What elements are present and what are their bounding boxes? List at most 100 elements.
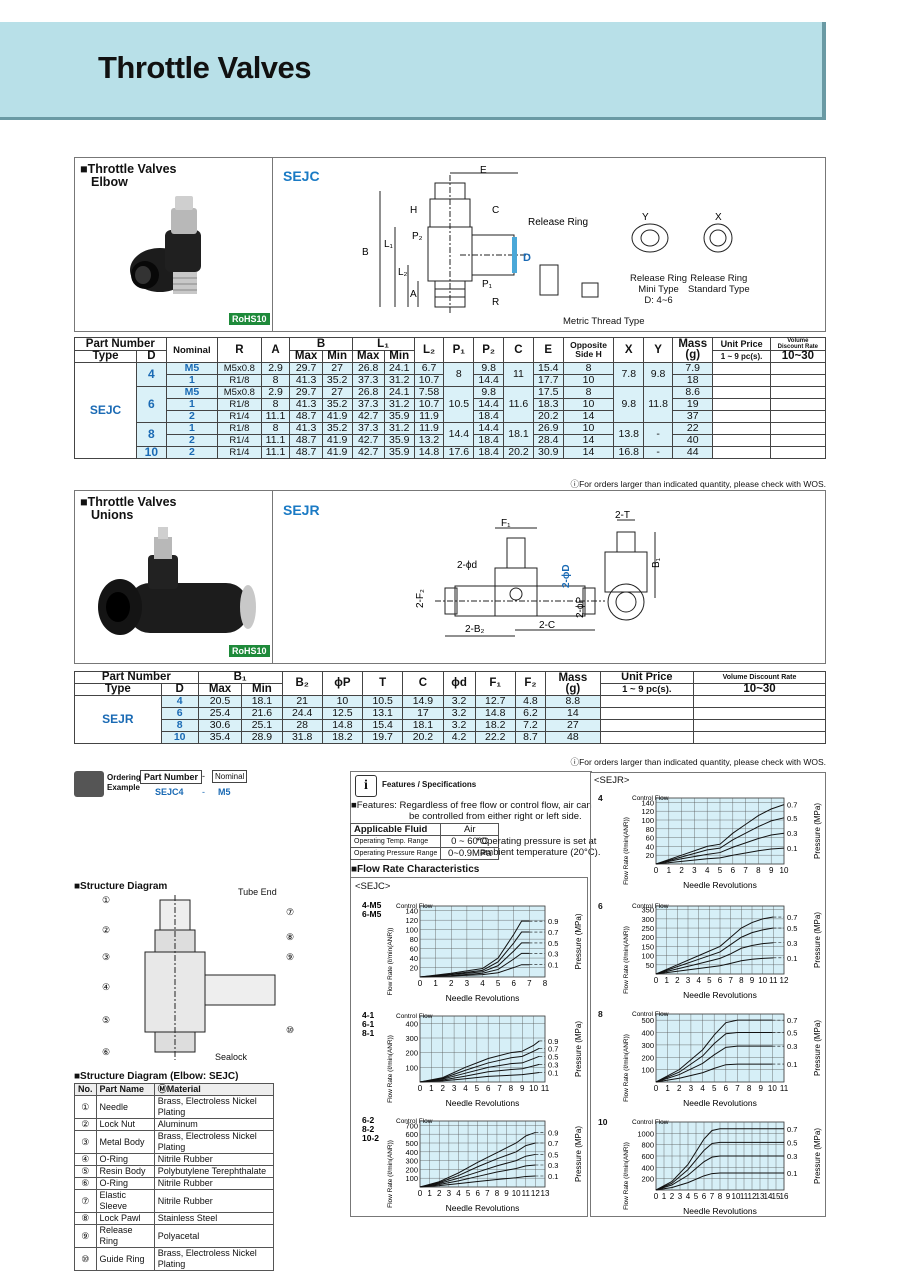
y2-axis-label: Pressure (MPa) — [813, 1020, 822, 1076]
callout-8: ⑧ — [286, 932, 294, 942]
table-cell: 14 — [562, 410, 615, 423]
callout-4: ④ — [102, 982, 110, 992]
table-cell: 31.2 — [383, 422, 415, 435]
series-line-0.9 — [419, 1040, 540, 1083]
unit-price-cell — [599, 731, 695, 744]
x-tick-label: 5 — [712, 1084, 717, 1093]
y-tick-label: 1000 — [637, 1129, 654, 1138]
table-cell: 14.4 — [473, 374, 505, 387]
th-d: D — [160, 683, 199, 696]
table-cell: 35.9 — [383, 410, 415, 423]
series-line-0.1 — [655, 1172, 784, 1191]
d-cell: 8 — [136, 422, 167, 447]
y-tick-label: 300 — [641, 915, 654, 924]
dim-label-f1: F₁ — [501, 518, 511, 529]
th-x: X — [613, 337, 645, 363]
table-cell: 37.3 — [351, 374, 385, 387]
series-line-0.5 — [419, 1055, 540, 1083]
table-cell: 30.9 — [532, 446, 564, 459]
series-label: 0.5 — [548, 1052, 558, 1061]
chart-size-label: 10-2 — [362, 1133, 379, 1143]
page-title: Throttle Valves — [98, 50, 312, 85]
x-tick-label: 7 — [728, 976, 733, 985]
callout-2: ② — [102, 925, 110, 935]
x-tick-label: 1 — [664, 976, 669, 985]
table-cell: ④ — [74, 1153, 97, 1166]
table-cell: 19 — [672, 398, 714, 411]
series-label: 0.1 — [787, 954, 797, 963]
table-cell: 13.8 — [613, 422, 645, 447]
x-tick-label: 9 — [726, 1192, 731, 1201]
x-axis-label: Needle Revolutions — [683, 880, 757, 890]
table-cell: 7.2 — [514, 719, 547, 732]
th-y: Y — [643, 337, 674, 363]
y-tick-label: 140 — [641, 798, 654, 807]
table-cell: R1/4 — [217, 434, 262, 447]
chart-title: Control Flow — [632, 1119, 669, 1126]
x-tick-label: 7 — [710, 1192, 715, 1201]
table-cell: 9.8 — [613, 386, 645, 423]
table-cell: M5 — [165, 386, 219, 399]
chart-title: Control Flow — [632, 795, 669, 802]
table-cell: Polyacetal — [153, 1224, 275, 1248]
table-cell: ① — [74, 1095, 97, 1119]
x-tick-label: 14 — [764, 1192, 773, 1201]
x-tick-label: 16 — [780, 1192, 789, 1201]
union-heading: ■Throttle Valves — [80, 495, 177, 509]
table-cell: 6.2 — [514, 707, 547, 720]
series-line-0.7 — [419, 1047, 540, 1083]
table-cell: 37.3 — [351, 422, 385, 435]
table-cell: 2 — [165, 434, 219, 447]
fluid-value: Air — [440, 823, 500, 836]
x-axis-label: Needle Revolutions — [683, 1206, 757, 1216]
table-cell: 28.4 — [532, 434, 564, 447]
chart-size-label: 6 — [598, 901, 603, 911]
sejc-chart-group-label: <SEJC> — [355, 881, 391, 892]
series-line-0.3 — [419, 1063, 540, 1083]
x-tick-label: 10 — [768, 1084, 777, 1093]
union-code: SEJR — [283, 502, 320, 518]
table-cell: 48.7 — [289, 410, 323, 423]
table-cell: 11.1 — [260, 446, 291, 459]
elbow-subheading: Elbow — [91, 175, 128, 189]
series-label: 0.3 — [787, 939, 797, 948]
table-cell: 10 — [321, 695, 364, 708]
table-cell: 20.2 — [532, 410, 564, 423]
callout-6: ⑥ — [102, 1047, 110, 1057]
volume-cell — [769, 410, 827, 423]
table-cell: 35.4 — [197, 731, 243, 744]
series-label: 0.3 — [787, 829, 797, 838]
ordering-example-pn: SEJC4 — [155, 787, 184, 797]
table-cell: ⑥ — [74, 1177, 97, 1190]
x-tick-label: 13 — [756, 1192, 765, 1201]
series-label: 0.3 — [787, 1152, 797, 1161]
table-cell: 18.4 — [473, 446, 505, 459]
table-cell: 14.8 — [474, 707, 516, 720]
table-cell: Brass, Electroless Nickel Plating — [153, 1130, 275, 1154]
table-cell: ⑧ — [74, 1212, 97, 1225]
union-product-image — [98, 527, 256, 635]
y-tick-label: 500 — [405, 1139, 418, 1148]
x-tick-label: 12 — [780, 976, 789, 985]
series-label: 0.5 — [787, 814, 797, 823]
table-cell: 10 — [562, 374, 615, 387]
series-line-0.5 — [419, 942, 530, 978]
volume-cell — [769, 422, 827, 435]
x-tick-label: 11 — [740, 1192, 749, 1201]
th-f1: F₁ — [474, 671, 516, 696]
x-tick-label: 5 — [466, 1189, 471, 1198]
th-f2: F₂ — [514, 671, 547, 696]
rohs-badge: RoHS10 — [229, 313, 270, 325]
union-subheading: Unions — [91, 508, 134, 522]
series-label: 0.9 — [548, 917, 558, 926]
